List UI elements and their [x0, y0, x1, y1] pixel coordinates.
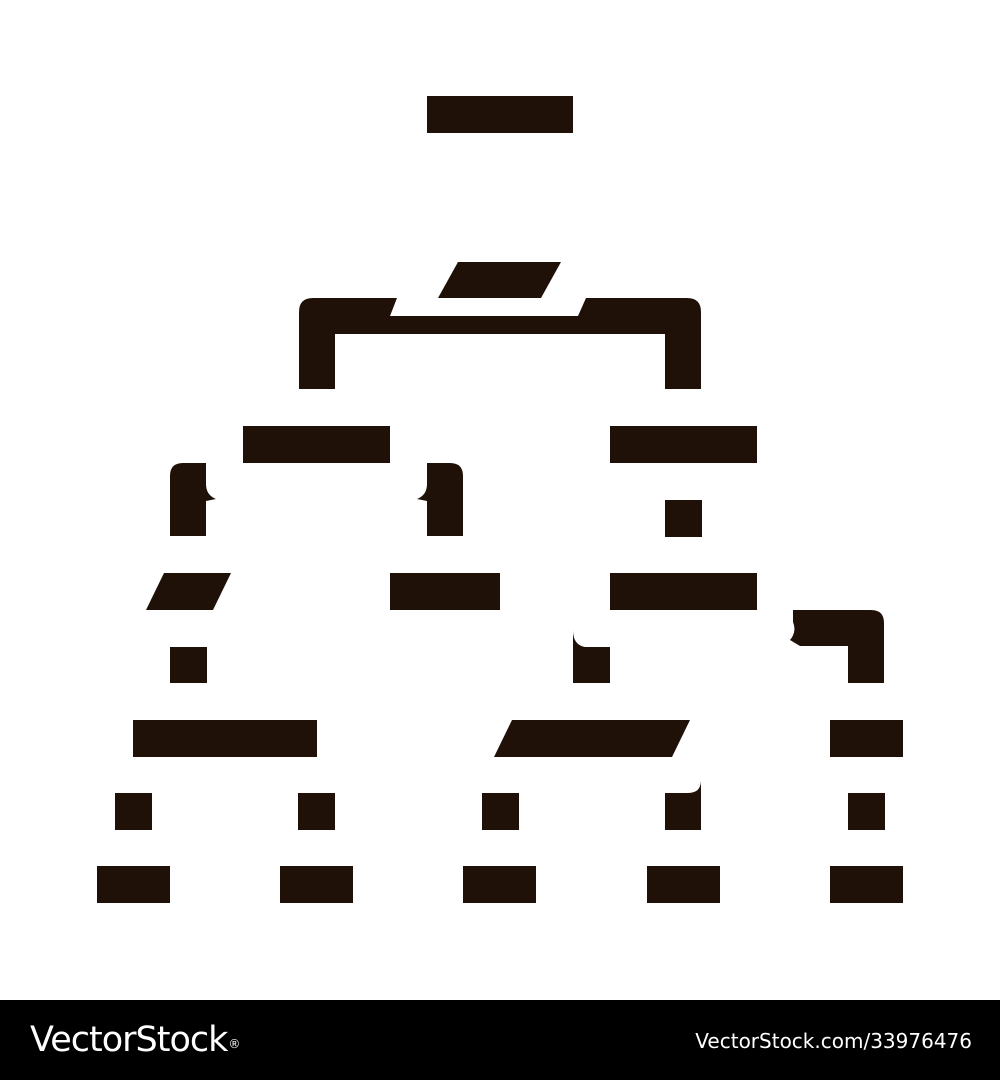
leaf-bar-3: [463, 866, 536, 903]
level3-slash-left: [146, 573, 231, 610]
icon-canvas: [97, 96, 903, 903]
root-node-bar: [427, 96, 573, 133]
leaf-bar-4: [647, 866, 720, 903]
leaf-bar-1: [97, 866, 170, 903]
level5-square-3: [482, 793, 519, 830]
left-bracket-left-leg: [170, 463, 216, 536]
level5-square-1: [115, 793, 152, 830]
vectorstock-logo-text: VectorStock: [30, 1020, 228, 1060]
root-connector-slash: [438, 262, 561, 298]
top-bracket: [299, 298, 701, 389]
level3-right-bar: [610, 573, 757, 610]
level2-left-bar: [243, 426, 390, 463]
vectorstock-logo: VectorStock®: [30, 1018, 240, 1062]
level5-square-4: [665, 780, 701, 830]
right-stem-square: [665, 500, 702, 537]
registered-mark: ®: [228, 1037, 240, 1051]
level4-right-bar: [830, 720, 903, 757]
left-stem-square: [170, 647, 207, 683]
level3-middle-bar: [390, 573, 500, 610]
level4-middle-slash: [494, 720, 690, 757]
level5-square-2: [298, 793, 335, 830]
level4-left-bar: [133, 720, 317, 757]
hierarchy-tree-icon: [97, 96, 903, 903]
leaf-bar-2: [280, 866, 353, 903]
middle-stem-piece: [573, 630, 610, 683]
level2-right-bar: [610, 426, 757, 463]
level5-square-5: [848, 793, 885, 830]
leaf-bar-5: [830, 866, 903, 903]
image-id-text: VectorStock.com/33976476: [695, 1029, 972, 1053]
far-right-bracket: [790, 610, 884, 683]
watermark-footer: VectorStock® VectorStock.com/33976476: [0, 1000, 1000, 1080]
left-bracket-right-leg: [417, 463, 463, 536]
